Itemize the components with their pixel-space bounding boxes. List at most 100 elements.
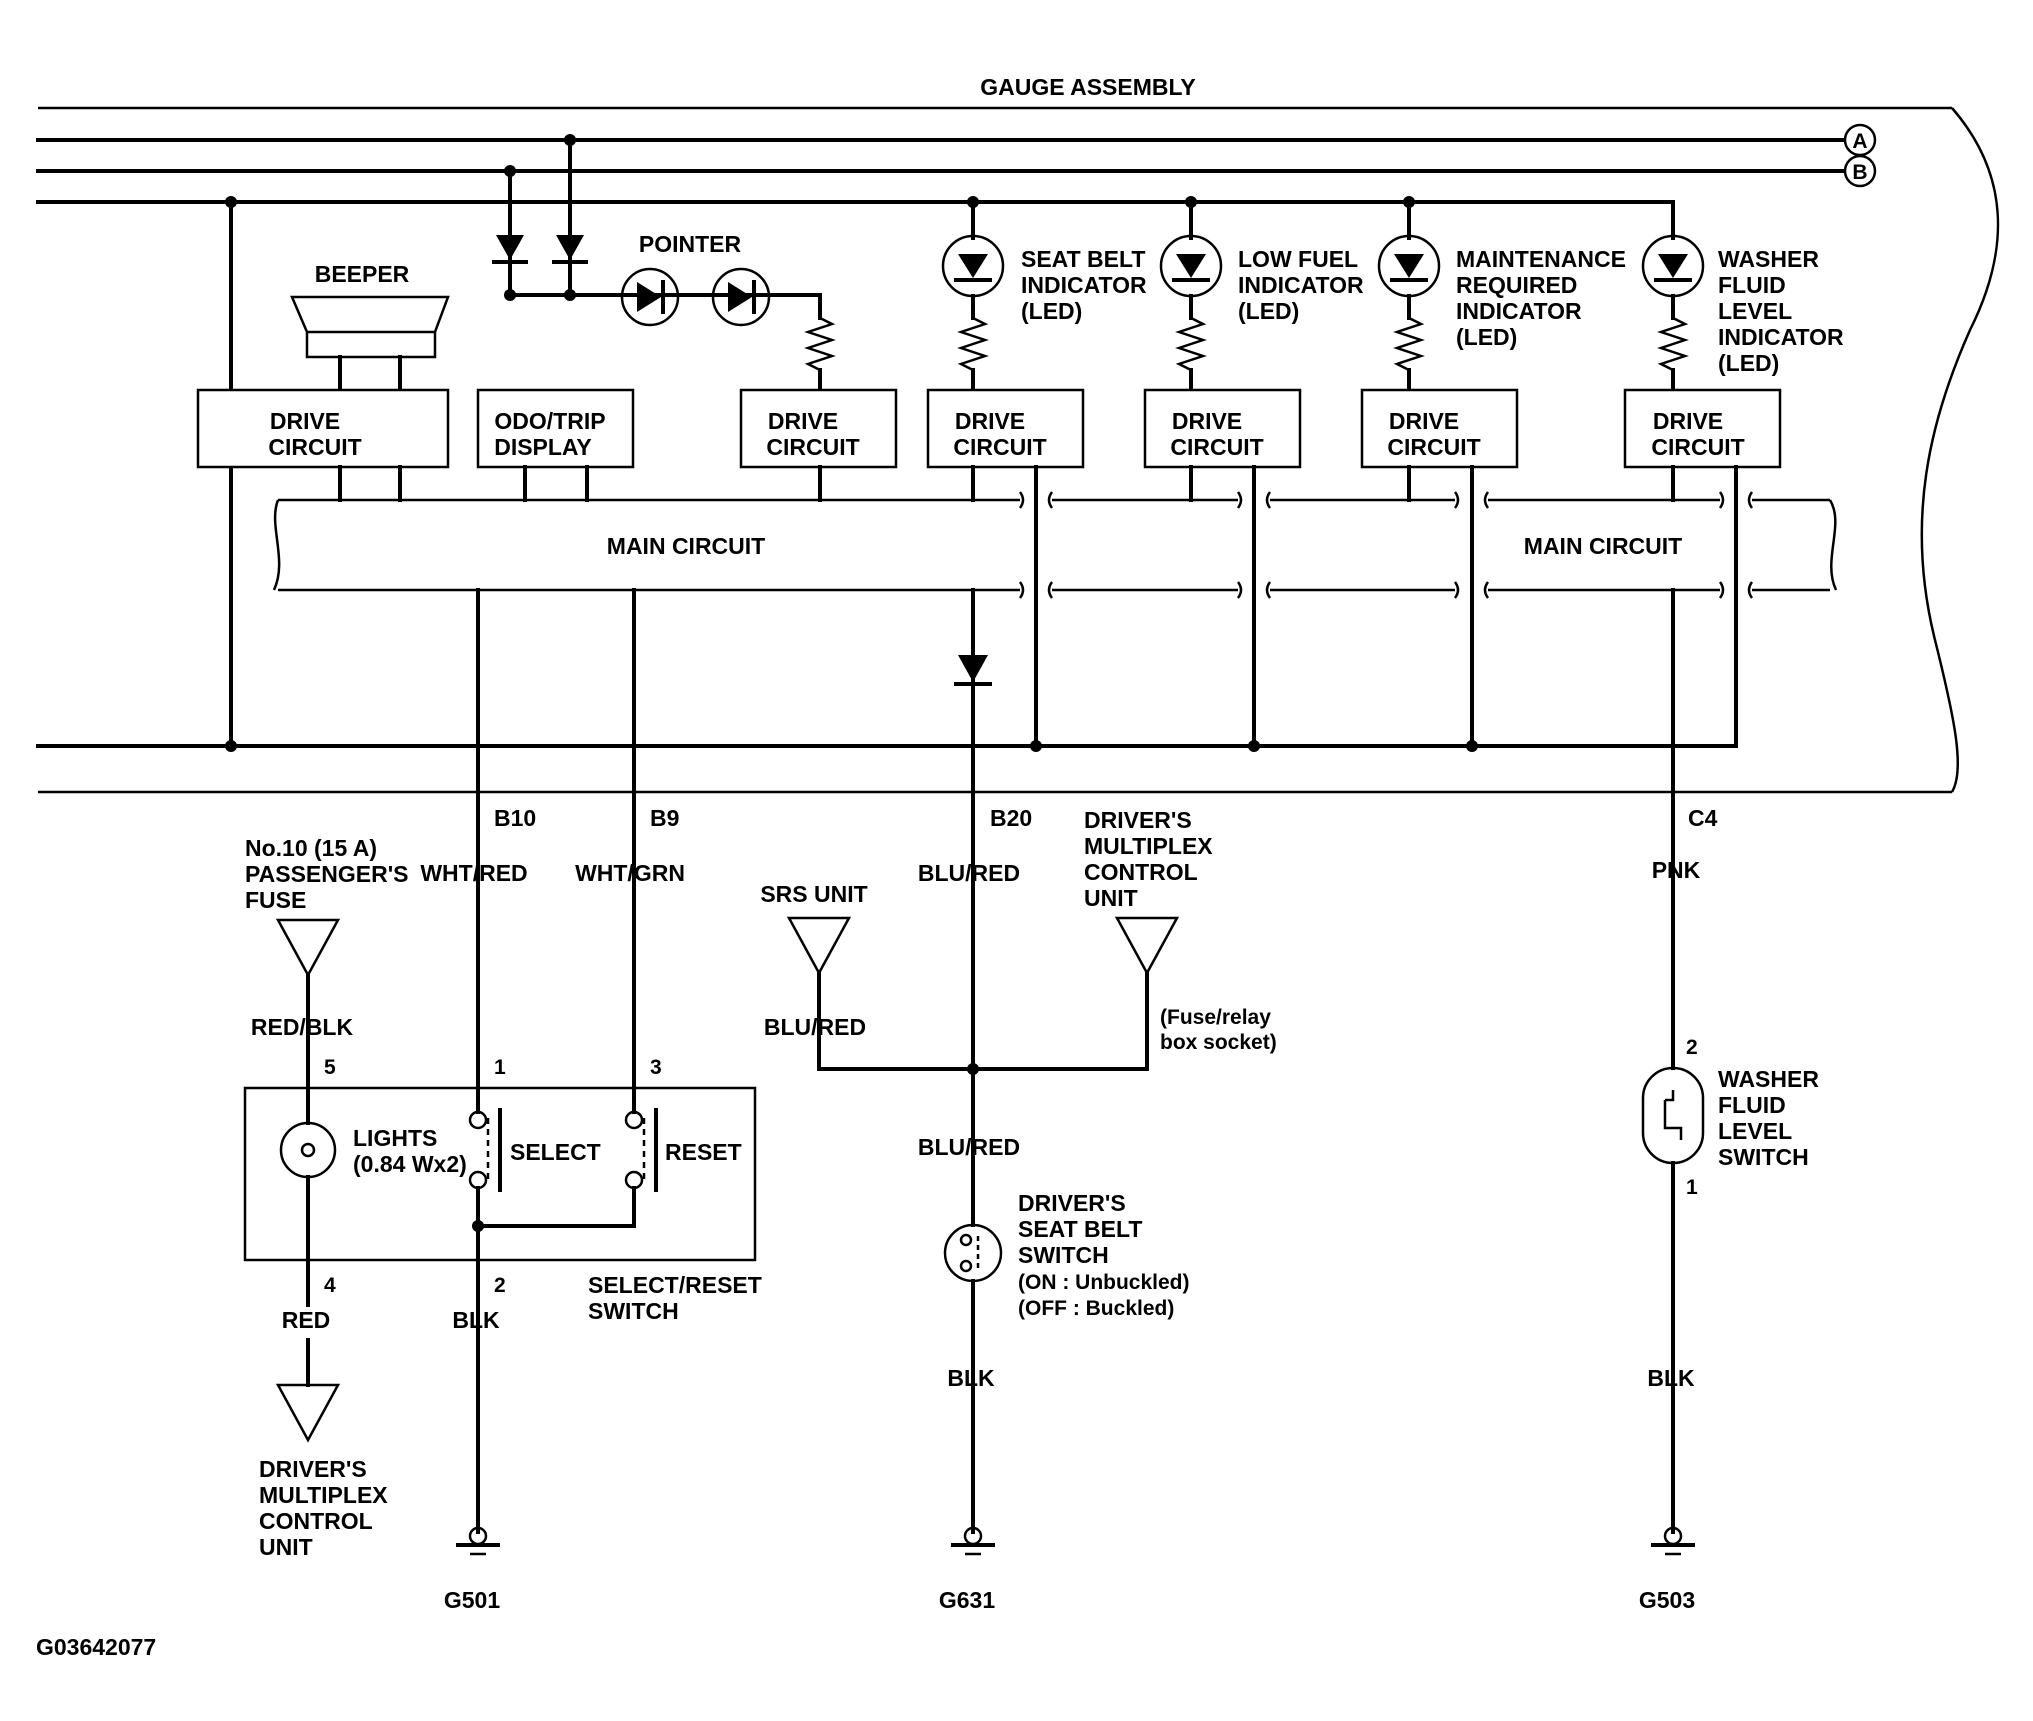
- beeper-label: BEEPER: [315, 261, 410, 287]
- svg-text:SEAT BELT: SEAT BELT: [1021, 246, 1145, 272]
- gauge-assembly-outline: [38, 106, 2000, 794]
- wire-label-wht-red: WHT/RED: [420, 860, 527, 886]
- svg-text:(ON : Unbuckled): (ON : Unbuckled): [1018, 1271, 1190, 1294]
- bus-b-label: B: [1852, 161, 1867, 184]
- terminal-b9: B9: [650, 805, 679, 831]
- svg-text:SELECT/RESET: SELECT/RESET: [588, 1272, 762, 1298]
- bus-a-label: A: [1852, 130, 1867, 153]
- svg-text:MAINTENANCE: MAINTENANCE: [1456, 246, 1626, 272]
- svg-text:INDICATOR: INDICATOR: [1238, 272, 1364, 298]
- svg-text:LOW FUEL: LOW FUEL: [1238, 246, 1358, 272]
- svg-text:WASHER: WASHER: [1718, 246, 1819, 272]
- svg-text:WASHER: WASHER: [1718, 1066, 1819, 1092]
- bus-b-marker: [1843, 154, 1877, 188]
- seat-belt-switch-icon: [943, 1223, 1003, 1283]
- ground-g501: G501: [444, 1526, 500, 1613]
- svg-text:(LED): (LED): [1021, 298, 1082, 324]
- beeper: BEEPER: [290, 261, 450, 392]
- svg-text:FLUID: FLUID: [1718, 272, 1786, 298]
- pointer-circuit: POINTER: [492, 138, 836, 392]
- indicator-low-fuel: LOW FUEL INDICATOR (LED) DRIVE CIRCUIT: [1143, 200, 1364, 748]
- svg-text:CIRCUIT: CIRCUIT: [1387, 434, 1480, 460]
- svg-text:INDICATOR: INDICATOR: [1718, 324, 1844, 350]
- svg-text:ODO/TRIP: ODO/TRIP: [494, 408, 605, 434]
- washer-switch-icon: [1641, 1066, 1705, 1165]
- figure-code: G03642077: [36, 1634, 156, 1660]
- svg-text:SEAT BELT: SEAT BELT: [1018, 1216, 1142, 1242]
- multiplex-top-terminal-icon: [1114, 916, 1180, 976]
- wire-label-red: RED: [282, 1307, 331, 1333]
- wire-label-blu-red-bottom: BLU/RED: [918, 1134, 1020, 1160]
- svg-text:CIRCUIT: CIRCUIT: [268, 434, 361, 460]
- indicator-seat-belt: SEAT BELT INDICATOR (LED) DRIVE CIRCUIT: [926, 200, 1147, 748]
- svg-text:(0.84 Wx2): (0.84 Wx2): [353, 1151, 467, 1177]
- wire-label-blk-g631: BLK: [947, 1365, 995, 1391]
- svg-text:LEVEL: LEVEL: [1718, 298, 1792, 324]
- wire-label-blu-red-top: BLU/RED: [918, 860, 1020, 886]
- svg-text:2: 2: [494, 1274, 506, 1297]
- svg-text:DRIVER'S: DRIVER'S: [1084, 807, 1192, 833]
- junction-dots: [225, 134, 1478, 1232]
- svg-text:DRIVE: DRIVE: [955, 408, 1025, 434]
- washer-fluid-switch: 2 1 WASHER FLUID LEVEL SWITCH: [1641, 1036, 1819, 1534]
- svg-text:DRIVE: DRIVE: [1653, 408, 1723, 434]
- driver-multiplex-top: DRIVER'S MULTIPLEX CONTROL UNIT: [1084, 807, 1213, 911]
- svg-text:(LED): (LED): [1718, 350, 1779, 376]
- svg-text:UNIT: UNIT: [1084, 885, 1138, 911]
- wire-label-blk-g503: BLK: [1647, 1365, 1695, 1391]
- svg-text:CIRCUIT: CIRCUIT: [766, 434, 859, 460]
- svg-text:DRIVE: DRIVE: [270, 408, 340, 434]
- svg-text:CIRCUIT: CIRCUIT: [1651, 434, 1744, 460]
- ground-g631-label: G631: [939, 1587, 995, 1613]
- svg-text:MULTIPLEX: MULTIPLEX: [259, 1482, 388, 1508]
- svg-text:FLUID: FLUID: [1718, 1092, 1786, 1118]
- svg-text:LEVEL: LEVEL: [1718, 1118, 1792, 1144]
- srs-terminal-icon: [786, 916, 852, 976]
- svg-text:(LED): (LED): [1238, 298, 1299, 324]
- select-reset-switch: LIGHTS (0.84 Wx2) SELECT RESET 5 1 3 4 2…: [243, 1056, 762, 1534]
- wire-label-red-blk: RED/BLK: [251, 1014, 354, 1040]
- terminal-c4: C4: [1688, 805, 1718, 831]
- svg-text:1: 1: [494, 1056, 506, 1079]
- svg-text:SWITCH: SWITCH: [588, 1298, 679, 1324]
- multiplex-terminal-icon: [275, 1383, 341, 1443]
- pointer-label: POINTER: [639, 231, 742, 257]
- svg-text:(LED): (LED): [1456, 324, 1517, 350]
- svg-text:DRIVE: DRIVE: [1172, 408, 1242, 434]
- svg-text:SWITCH: SWITCH: [1018, 1242, 1109, 1268]
- terminal-b10: B10: [494, 805, 536, 831]
- wire-label-blu-red-srs: BLU/RED: [764, 1014, 866, 1040]
- svg-text:SWITCH: SWITCH: [1718, 1144, 1809, 1170]
- svg-text:DRIVER'S: DRIVER'S: [259, 1456, 367, 1482]
- main-circuit-label-right: MAIN CIRCUIT: [1524, 533, 1682, 559]
- bus-b: B: [36, 154, 1877, 188]
- lights-bulb-icon: [279, 1121, 337, 1179]
- main-circuit-label-left: MAIN CIRCUIT: [607, 533, 765, 559]
- svg-text:INDICATOR: INDICATOR: [1456, 298, 1582, 324]
- indicator-washer-fluid: WASHER FLUID LEVEL INDICATOR (LED) DRIVE…: [1623, 200, 1844, 748]
- svg-text:1: 1: [1686, 1176, 1698, 1199]
- svg-text:CONTROL: CONTROL: [259, 1508, 373, 1534]
- svg-text:LIGHTS: LIGHTS: [353, 1125, 437, 1151]
- terminal-b20: B20: [990, 805, 1032, 831]
- ground-g631: G631: [939, 1526, 995, 1613]
- svg-text:5: 5: [324, 1056, 336, 1079]
- svg-text:CONTROL: CONTROL: [1084, 859, 1198, 885]
- svg-text:box socket): box socket): [1160, 1031, 1277, 1054]
- svg-text:INDICATOR: INDICATOR: [1021, 272, 1147, 298]
- svg-text:No.10 (15 A): No.10 (15 A): [245, 835, 377, 861]
- driver-multiplex-bottom: DRIVER'S MULTIPLEX CONTROL UNIT: [259, 1456, 388, 1560]
- svg-text:PASSENGER'S: PASSENGER'S: [245, 861, 409, 887]
- wire-label-pnk: PNK: [1652, 857, 1701, 883]
- svg-text:MULTIPLEX: MULTIPLEX: [1084, 833, 1213, 859]
- ground-g503: G503: [1639, 1526, 1695, 1613]
- svg-text:DRIVER'S: DRIVER'S: [1018, 1190, 1126, 1216]
- passenger-fuse: No.10 (15 A) PASSENGER'S FUSE: [245, 835, 409, 978]
- wire-label-blk-g501: BLK: [452, 1307, 500, 1333]
- fuse-terminal-icon: [275, 918, 341, 978]
- ground-g501-label: G501: [444, 1587, 500, 1613]
- odo-trip-display: ODO/TRIP DISPLAY: [476, 388, 635, 502]
- select-label: SELECT: [510, 1139, 601, 1165]
- wire-label-wht-grn: WHT/GRN: [575, 860, 685, 886]
